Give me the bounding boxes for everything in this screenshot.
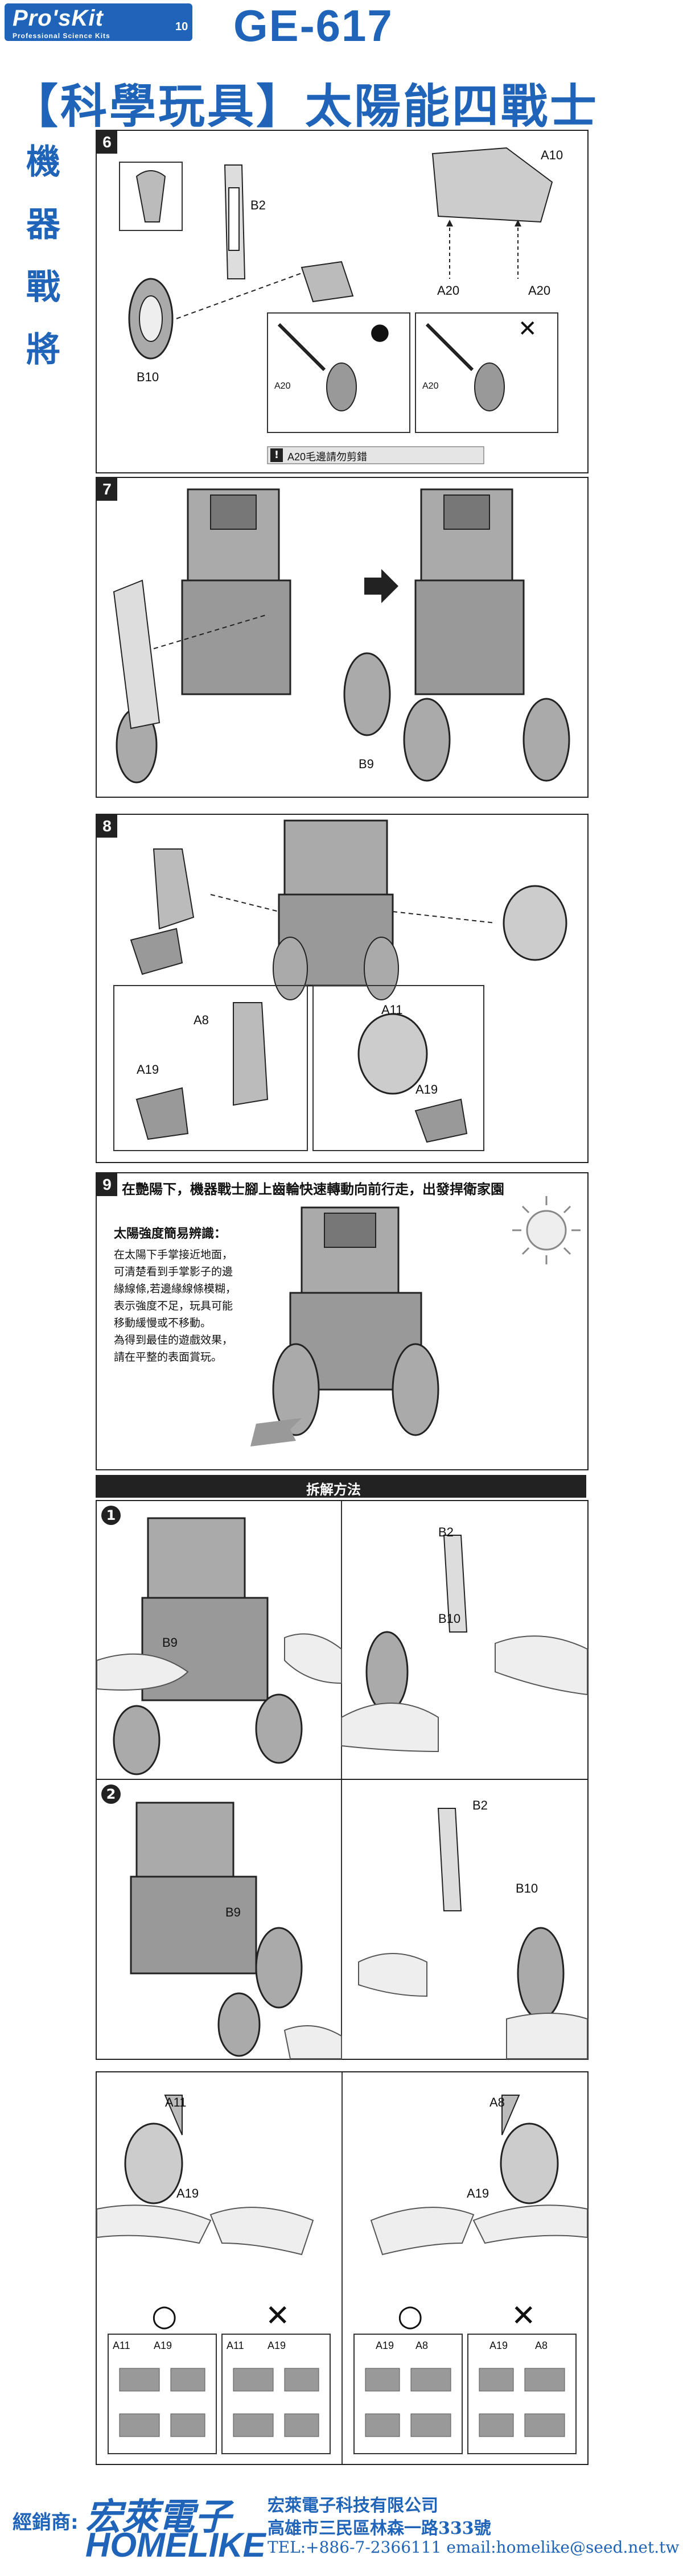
label-b9: B9 [359, 757, 374, 771]
step-6-panel: 6 B2 B10 A10 A20 A20 A20 A20 ● ✕ ! A2 [96, 130, 589, 473]
label-b10: B10 [438, 1611, 461, 1626]
box-label: A11 [113, 2340, 130, 2351]
company-contact: TEL:+886-7-2366111 email:homelike@seed.n… [268, 2538, 680, 2557]
disassembly-step-2-illustration [130, 1780, 588, 2059]
vertical-char: 器 [26, 205, 60, 245]
page-title: 【科學玩具】太陽能四戰士 [11, 80, 599, 134]
tip-line: 在太陽下手掌接近地面， [114, 1248, 233, 1261]
disassembly-step-2-panel: 2 B9 B2 B10 [96, 1779, 589, 2060]
tip-line: 可清楚看到手掌影子的邊 [114, 1266, 233, 1278]
tip-line: 緣線條,若邊緣線條模糊， [114, 1283, 237, 1295]
label-a19-right: A19 [415, 1082, 438, 1097]
step-6-illustration [119, 147, 558, 464]
disassembly-step-3-illustration [96, 2072, 588, 2464]
disassembly-heading: 拆解方法 [96, 1475, 586, 1498]
step-9-panel: 9 在艷陽下，機器戰士腳上齒輪快速轉動向前行走，出發捍衛家園 太陽強度簡易辨識：… [96, 1172, 589, 1470]
vertical-char: 機 [26, 142, 60, 182]
tip-title: 太陽強度簡易辨識： [114, 1227, 227, 1241]
label-b2: B2 [472, 1798, 488, 1812]
logo-number: 10 [175, 20, 188, 33]
box-label: A19 [154, 2340, 172, 2351]
label-a10: A10 [541, 148, 563, 162]
vertical-char: 將 [26, 330, 60, 370]
company-address: 高雄市三民區林森一路333號 [268, 2519, 491, 2538]
circle-step-number: 1 [101, 1506, 121, 1525]
step-number: 9 [97, 1173, 117, 1196]
label-a8: A8 [489, 2095, 505, 2109]
label-b2: B2 [438, 1525, 454, 1539]
vertical-char: 戰 [26, 267, 60, 307]
box-label: A19 [489, 2340, 508, 2351]
label-a20-small: A20 [422, 381, 439, 391]
company-name: 宏萊電子科技有限公司 [268, 2496, 438, 2516]
disassembly-step-3-panel: A11 A19 A8 A19 ○ ✕ ○ ✕ A11 A19 A11 A19 A… [96, 2071, 589, 2465]
sun-tip: 太陽強度簡易辨識： 在太陽下手掌接近地面， 可清楚看到手掌影子的邊 緣線條,若邊… [114, 1223, 285, 1366]
label-a20-small: A20 [274, 381, 291, 391]
box-label: A19 [376, 2340, 394, 2351]
step-number: 7 [97, 478, 117, 501]
label-b9: B9 [162, 1635, 178, 1650]
box-label: A19 [268, 2340, 286, 2351]
label-a19: A19 [176, 2186, 199, 2200]
label-a20-left: A20 [437, 283, 460, 298]
step-8-panel: 8 A8 A19 A11 A19 [96, 814, 589, 1163]
circle-step-number: 2 [101, 1784, 121, 1804]
warning-text: A20毛邊請勿剪錯 [287, 451, 368, 463]
tip-line: 移動緩慢或不移動。 [114, 1317, 212, 1329]
label-a11: A11 [165, 2095, 187, 2109]
disassembly-heading-text: 拆解方法 [306, 1482, 361, 1498]
step-number: 6 [97, 131, 117, 154]
logo-text: Pro'sKit [13, 6, 104, 31]
ok-symbol-icon: ○ [151, 2299, 178, 2333]
label-a19-left: A19 [137, 1062, 159, 1077]
disassembly-step-1-panel: 1 B9 B2 B10 [96, 1500, 589, 1781]
tip-line: 表示強度不足，玩具可能 [114, 1300, 233, 1312]
logo-tagline: Professional Science Kits [13, 32, 110, 40]
label-b2: B2 [250, 198, 266, 212]
box-label: A11 [227, 2340, 244, 2351]
step-number: 8 [97, 815, 117, 838]
label-a11: A11 [381, 1003, 403, 1017]
vertical-title: 機 器 戰 將 [15, 131, 72, 381]
label-a8: A8 [194, 1013, 209, 1027]
cross-mark-icon: ✕ [518, 316, 537, 342]
step-7-illustration [113, 488, 570, 784]
label-b10: B10 [516, 1881, 538, 1895]
label-a19: A19 [467, 2186, 489, 2200]
box-label: A8 [415, 2340, 429, 2351]
model-number: GE-617 [233, 1, 393, 51]
brand-name-chinese: 宏萊電子 [85, 2496, 231, 2538]
tip-line: 請在平整的表面賞玩。 [114, 1351, 223, 1363]
dealer-label: 經銷商: [13, 2511, 79, 2534]
ng-symbol-icon: ✕ [511, 2299, 536, 2333]
step-9-headline: 在艷陽下，機器戰士腳上齒輪快速轉動向前行走，出發捍衛家園 [122, 1182, 504, 1197]
ok-symbol-icon: ○ [397, 2299, 423, 2333]
brand-name-english: HOMELIKE [85, 2526, 266, 2564]
proskit-logo: Pro'sKit 10 Professional Science Kits [5, 3, 192, 41]
step-9-illustration [250, 1196, 581, 1446]
tip-line: 為得到最佳的遊戲效果， [114, 1334, 233, 1346]
ng-symbol-icon: ✕ [265, 2299, 290, 2333]
check-mark-icon: ● [370, 319, 390, 345]
step-8-illustration [113, 819, 567, 1151]
warning-icon: ! [270, 448, 283, 462]
label-b10: B10 [137, 370, 159, 384]
disassembly-step-1-illustration [96, 1501, 588, 1780]
box-label: A8 [535, 2340, 548, 2351]
step-7-panel: 7 B9 [96, 477, 589, 798]
label-a20-right: A20 [528, 283, 551, 298]
label-b9: B9 [225, 1905, 241, 1919]
